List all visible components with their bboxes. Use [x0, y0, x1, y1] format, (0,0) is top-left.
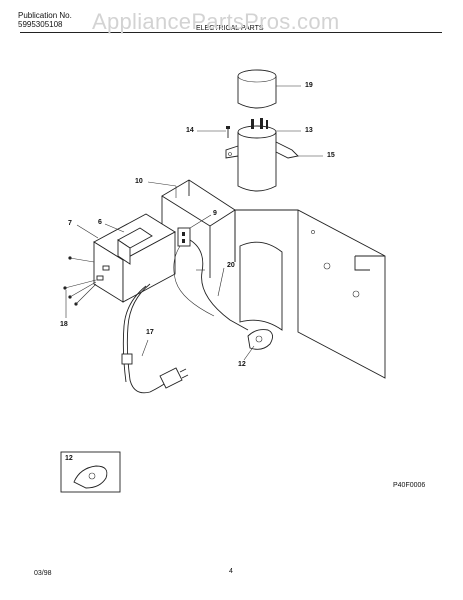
wiring-harness-part — [173, 239, 249, 331]
callout-13: 13 — [305, 127, 313, 134]
callout-15: 15 — [327, 152, 335, 159]
switch-part — [177, 227, 191, 247]
callout-19: 19 — [305, 82, 313, 89]
switch-box-part — [93, 213, 176, 303]
diagram-code: P40F0006 — [393, 482, 426, 489]
callout-20: 20 — [227, 262, 235, 269]
capacitor-part — [237, 118, 277, 192]
publication-number: 5995305108 — [18, 20, 63, 29]
power-cord-part — [121, 283, 189, 394]
leader-lines — [64, 85, 323, 361]
callout-10: 10 — [135, 178, 143, 185]
callout-18: 18 — [60, 321, 68, 328]
thermostat-part — [247, 329, 273, 350]
callout-7: 7 — [68, 220, 72, 227]
callout-17: 17 — [146, 329, 154, 336]
screws-part — [63, 256, 78, 306]
callout-9: 9 — [213, 210, 217, 217]
callout-12: 12 — [238, 361, 246, 368]
inset-thermostat-box — [60, 451, 121, 493]
watermark: AppliancePartsPros.com — [92, 9, 340, 34]
shroud-part — [239, 241, 283, 331]
inset-callout-12: 12 — [65, 455, 73, 462]
screw-part — [226, 126, 230, 138]
callout-6: 6 — [98, 219, 102, 226]
footer-page-number: 4 — [229, 568, 233, 575]
capacitor-cover-part — [237, 69, 277, 109]
header-rule — [20, 32, 442, 33]
publication-label: Publication No. — [18, 11, 72, 20]
section-title: ELECTRICAL PARTS — [196, 25, 264, 32]
callout-14: 14 — [186, 127, 194, 134]
footer-date: 03/98 — [34, 570, 52, 577]
